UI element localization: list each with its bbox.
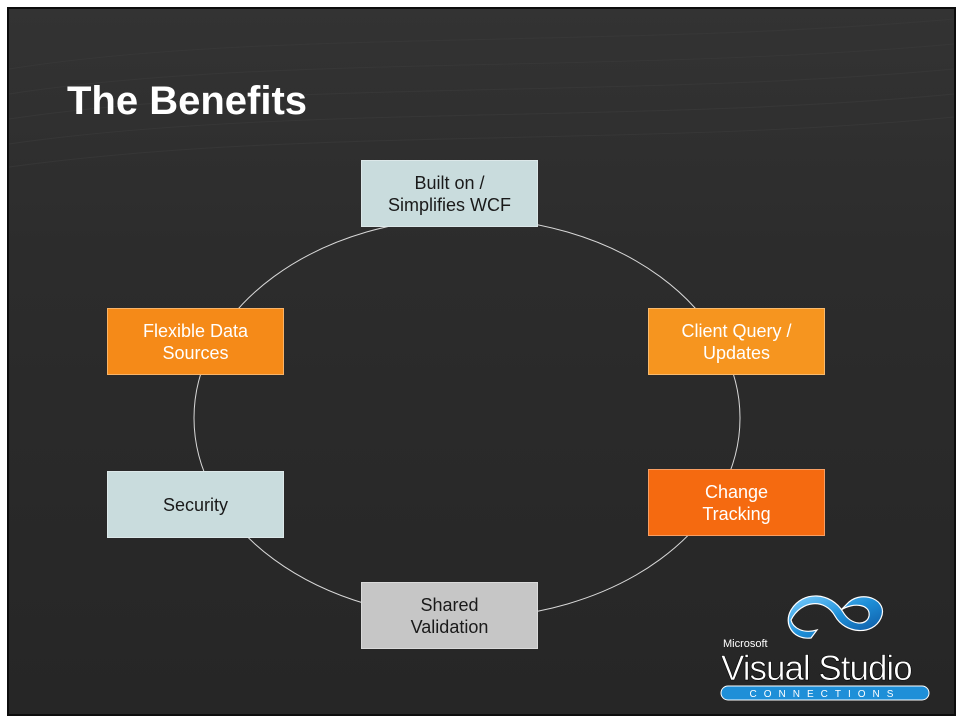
node-label: Shared Validation	[410, 594, 489, 637]
node-shared-validation: Shared Validation	[361, 582, 538, 649]
infinity-icon	[787, 595, 884, 639]
node-label: Built on / Simplifies WCF	[387, 172, 511, 215]
slide: The Benefits Built on / Simplifies WCF C…	[7, 7, 956, 716]
connections-banner	[720, 685, 930, 701]
connections-text: CONNECTIONS	[750, 689, 901, 700]
visual-studio-connections-logo: Microsoft Visual Studio CONNECTIONS	[720, 595, 930, 701]
node-built-on-wcf: Built on / Simplifies WCF	[361, 160, 538, 227]
microsoft-wordmark: Microsoft	[723, 638, 768, 650]
node-change-tracking: Change Tracking	[648, 469, 825, 536]
node-client-query-updates: Client Query / Updates	[648, 308, 825, 375]
node-label: Client Query / Updates	[681, 320, 792, 363]
node-label: Flexible Data Sources	[142, 320, 249, 363]
node-label: Security	[162, 494, 229, 515]
visual-studio-wordmark: Visual Studio	[721, 649, 912, 688]
node-flexible-data-sources: Flexible Data Sources	[107, 308, 284, 375]
node-label: Change Tracking	[702, 481, 771, 524]
background-swoosh-lines	[9, 18, 954, 168]
node-security: Security	[107, 471, 284, 538]
slide-title: The Benefits	[67, 79, 308, 123]
